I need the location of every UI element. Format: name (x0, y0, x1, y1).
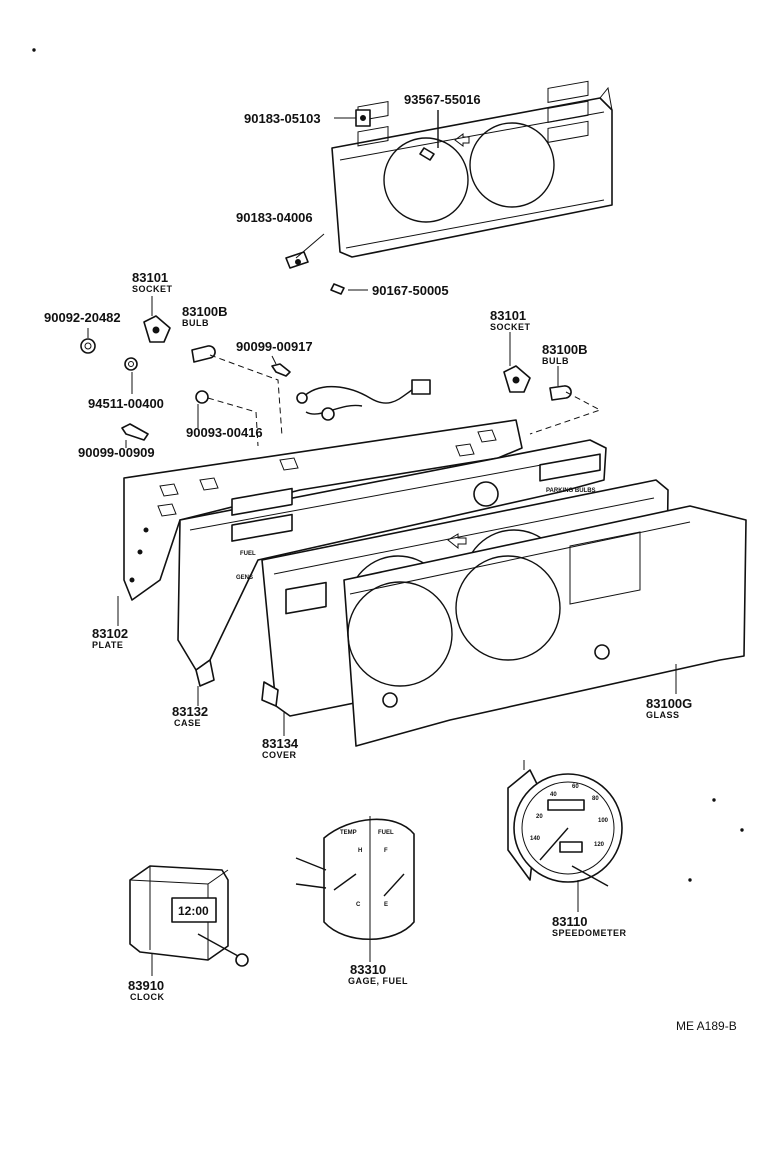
label-90099-00917: 90099-00917 (236, 339, 313, 354)
gage-fuel-text: FUEL (378, 830, 394, 836)
gage-f-text: F (384, 848, 388, 854)
clock-display-text: 12:00 (178, 904, 209, 918)
label-90183-04006: 90183-04006 (236, 210, 313, 225)
label-83100b-right: 83100B (542, 342, 588, 357)
washer-90093-drawing (195, 390, 209, 404)
label-83110: 83110 (552, 914, 587, 929)
nut-94511-drawing (124, 357, 138, 371)
label-83310: 83310 (350, 962, 386, 977)
label-83100b-left-sub: BULB (182, 318, 209, 328)
part-labels: 93567-55016 90183-05103 90183-04006 9016… (44, 92, 737, 1033)
bulb-left-drawing (191, 345, 216, 363)
label-83132: 83132 (172, 704, 208, 719)
label-83310-sub: GAGE, FUEL (348, 976, 408, 986)
gage-e-text: E (384, 902, 388, 908)
clip-90183-05103-drawing (355, 109, 371, 127)
case-gens-text: GENS (236, 575, 253, 581)
case-parking-text: PARKING BULBS (546, 488, 596, 494)
label-93567-55016: 93567-55016 (404, 92, 481, 107)
label-90093-00416: 90093-00416 (186, 425, 263, 440)
speedo-120: 120 (594, 842, 605, 848)
label-94511-00400: 94511-00400 (88, 396, 164, 411)
harness-drawing (296, 379, 431, 421)
socket-left-drawing (143, 315, 171, 343)
label-90183-05103: 90183-05103 (244, 111, 321, 126)
screw-90099-00909-drawing (121, 423, 149, 441)
screw-93567-55016-drawing (419, 110, 439, 161)
stray-marks (32, 48, 744, 882)
screw-90099-00917-drawing (271, 363, 291, 377)
bulb-right-drawing (549, 385, 572, 401)
label-83910: 83910 (128, 978, 164, 993)
label-83100g: 83100G (646, 696, 692, 711)
label-83134: 83134 (262, 736, 299, 751)
label-83101-right-sub: SOCKET (490, 322, 531, 332)
nut-90092-drawing (80, 338, 96, 354)
speedo-80: 80 (592, 796, 599, 802)
speedo-60: 60 (572, 784, 579, 790)
speedo-140: 140 (530, 836, 541, 842)
speedometer-83110-drawing: 20 40 60 80 100 120 140 (507, 760, 623, 887)
glass-83100g-drawing (343, 505, 747, 747)
label-83110-sub: SPEEDOMETER (552, 928, 627, 938)
gage-h-text: H (358, 848, 362, 854)
clock-83910-drawing: 12:00 (129, 865, 249, 967)
label-83100g-sub: GLASS (646, 710, 680, 720)
gage-fuel-83310-drawing: TEMP FUEL H C F E (295, 816, 415, 940)
label-90092-20482: 90092-20482 (44, 310, 121, 325)
screw-90167-50005-drawing (330, 283, 345, 295)
speedo-100: 100 (598, 818, 609, 824)
label-83102: 83102 (92, 626, 128, 641)
label-83101-right: 83101 (490, 308, 526, 323)
clip-90183-04006-drawing (285, 251, 309, 269)
gage-temp-text: TEMP (340, 830, 357, 836)
leader-dashes (207, 354, 602, 447)
reference-code: ME A189-B (676, 1019, 737, 1033)
label-83100b-right-sub: BULB (542, 356, 569, 366)
speedo-40: 40 (550, 792, 557, 798)
case-fuel-text: FUEL (240, 551, 256, 557)
label-83910-sub: CLOCK (130, 992, 165, 1002)
label-90099-00909: 90099-00909 (78, 445, 155, 460)
label-83132-sub: CASE (174, 718, 201, 728)
label-83101-left: 83101 (132, 270, 168, 285)
upper-bezel-drawing (331, 80, 613, 258)
label-83134-sub: COVER (262, 750, 297, 760)
label-83101-left-sub: SOCKET (132, 284, 173, 294)
leader-lines (87, 117, 677, 976)
socket-right-drawing (503, 365, 531, 393)
case-83132-drawing: FUEL GENS PARKING BULBS (177, 439, 607, 687)
speedo-20: 20 (536, 814, 543, 820)
label-83102-sub: PLATE (92, 640, 123, 650)
gage-c-text: C (356, 902, 361, 908)
label-90167-50005: 90167-50005 (372, 283, 449, 298)
label-83100b-left: 83100B (182, 304, 228, 319)
